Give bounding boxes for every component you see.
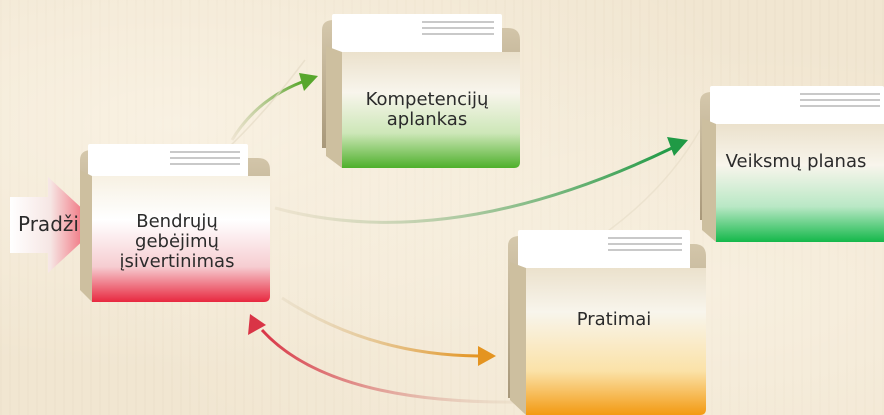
- exercises-text: Pratimai: [576, 309, 652, 330]
- folder-competence-label: Kompetencijų aplankas: [312, 90, 520, 130]
- start-button[interactable]: Pradžia: [0, 175, 100, 275]
- competence-line-1: Kompetencijų: [365, 89, 489, 110]
- competence-line-2: aplankas: [386, 108, 468, 130]
- folder-exercises-label: Pratimai: [500, 310, 706, 330]
- arrow-to-competence: [230, 80, 303, 141]
- general-line-2: gebėjimų: [135, 230, 219, 252]
- folder-exercises[interactable]: Pratimai: [500, 228, 706, 415]
- folder-icon: [700, 86, 884, 242]
- folder-action-plan-label: Veiksmų planas: [690, 152, 884, 172]
- arrowhead-action-plan: [667, 137, 688, 156]
- folder-icon: [80, 144, 270, 302]
- folder-action-plan[interactable]: Veiksmų planas: [690, 84, 884, 242]
- arrow-to-action-plan: [274, 146, 673, 224]
- general-line-1: Bendrųjų: [136, 211, 218, 232]
- arrowhead-exercises: [478, 346, 496, 366]
- folder-icon: [322, 14, 520, 168]
- general-line-3: įsivertinimas: [119, 250, 235, 272]
- arrowhead-general: [248, 314, 266, 335]
- arrowhead-competence: [299, 73, 318, 91]
- folder-icon: [508, 230, 706, 415]
- folder-general-skills[interactable]: Bendrųjų gebėjimų įsivertinimas: [70, 140, 270, 302]
- start-arrow-icon: [10, 177, 100, 273]
- folder-general-label: Bendrųjų gebėjimų įsivertinimas: [70, 212, 270, 271]
- folder-competence[interactable]: Kompetencijų aplankas: [312, 12, 520, 168]
- start-label: Pradžia: [18, 212, 92, 236]
- arrow-back-to-general: [260, 328, 526, 404]
- action-plan-text: Veiksmų planas: [725, 151, 867, 172]
- arrow-to-exercises: [281, 296, 479, 358]
